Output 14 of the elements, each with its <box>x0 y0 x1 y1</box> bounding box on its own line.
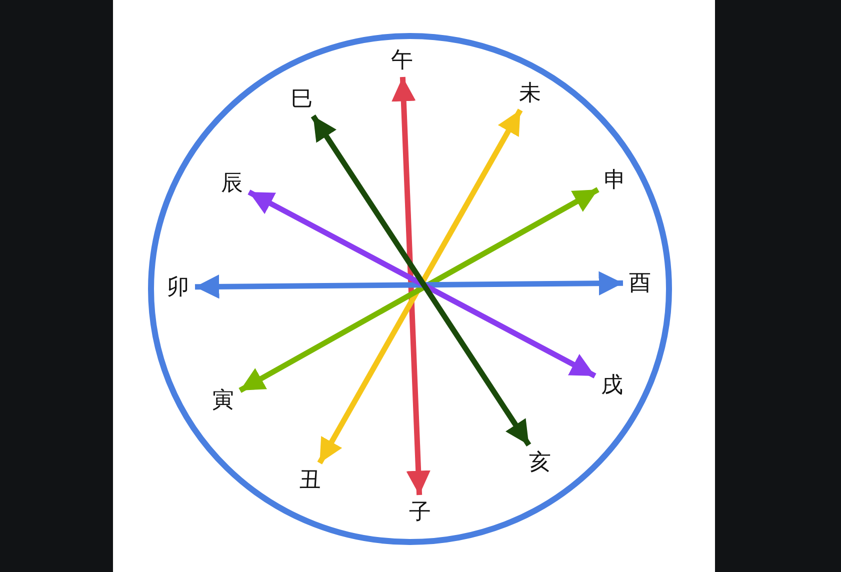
branch-label: 申 <box>598 163 632 197</box>
branch-label: 子 <box>403 495 437 529</box>
branch-label: 寅 <box>206 383 240 417</box>
branch-label: 未 <box>513 76 547 110</box>
branch-label: 午 <box>385 43 419 77</box>
branch-label: 卯 <box>161 270 195 304</box>
branch-label: 丑 <box>293 463 327 497</box>
double-arrow <box>392 76 430 496</box>
branch-label: 巳 <box>285 82 319 116</box>
branch-label: 戌 <box>595 368 629 402</box>
branch-label: 酉 <box>623 266 657 300</box>
branch-label: 亥 <box>523 445 557 479</box>
branch-label: 辰 <box>215 166 249 200</box>
double-arrow <box>194 271 624 299</box>
